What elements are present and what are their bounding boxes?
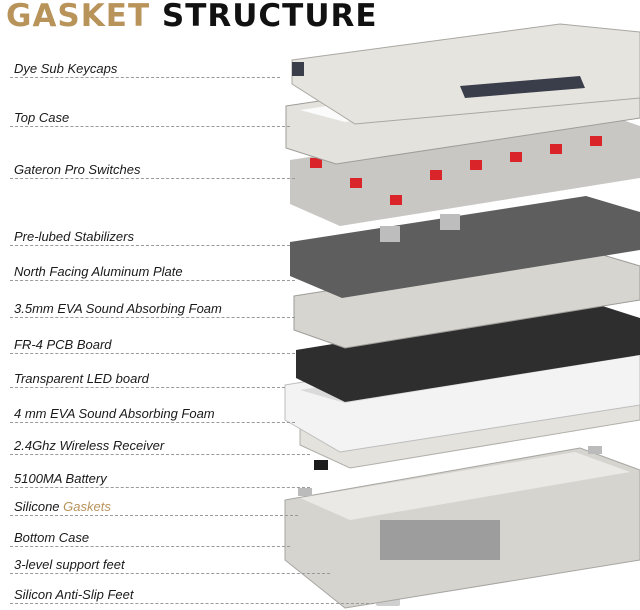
battery-shape (314, 460, 328, 470)
plate-shape (290, 196, 640, 298)
switch-stem-shape (430, 170, 442, 180)
layer-label-aluminum-plate: North Facing Aluminum Plate (14, 264, 183, 279)
keycap-space-shape (460, 76, 585, 98)
layer-label-keycaps: Dye Sub Keycaps (14, 61, 118, 76)
title-main: STRUCTURE (161, 0, 378, 34)
leader-line (10, 454, 310, 455)
leader-line (10, 546, 290, 547)
leader-line (10, 245, 290, 246)
switch-stem-shape (350, 178, 362, 188)
layer-label-gaskets: Silicone Gaskets (14, 499, 111, 514)
switch-stem-shape (510, 152, 522, 162)
switch-row-shape (290, 112, 640, 226)
layer-label-bottom-case: Bottom Case (14, 530, 90, 545)
stabilizer-shape (380, 226, 400, 242)
layer-label-switches: Gateron Pro Switches (14, 162, 141, 177)
layer-label-support-feet: 3-level support feet (14, 557, 125, 572)
layer-label-anti-slip-feet: Silicon Anti-Slip Feet (14, 587, 134, 602)
leader-line (10, 178, 295, 179)
gaskets-label-prefix: Silicone (14, 499, 64, 514)
leader-line (10, 353, 295, 354)
layer-label-receiver: 2.4Ghz Wireless Receiver (14, 438, 165, 453)
leader-line (10, 126, 290, 127)
leader-line (10, 77, 280, 78)
layer-label-led-board: Transparent LED board (14, 371, 149, 386)
leader-line (10, 573, 330, 574)
switch-stem-shape (590, 136, 602, 146)
leader-line (10, 280, 295, 281)
switches-group (290, 112, 640, 226)
layer-label-pcb: FR-4 PCB Board (14, 337, 112, 352)
title-accent: GASKET (6, 0, 151, 34)
layer-label-top-case: Top Case (14, 110, 70, 125)
leader-line (10, 422, 295, 423)
page-title: GASKET STRUCTURE (6, 0, 378, 34)
leader-line (10, 387, 285, 388)
battery-pack-shape (380, 520, 500, 560)
gaskets-label-highlight: Gaskets (63, 499, 111, 514)
leader-line (10, 515, 298, 516)
pcb-shape (296, 302, 640, 402)
layer-label-foam-4mm: 4 mm EVA Sound Absorbing Foam (14, 406, 215, 421)
layer-label-stabilizers: Pre-lubed Stabilizers (14, 229, 134, 244)
layer-label-eva-foam: 3.5mm EVA Sound Absorbing Foam (14, 301, 222, 316)
bottom-case-inner-shape (300, 452, 630, 520)
gasket-shape (588, 446, 602, 454)
keycaps-shape (291, 23, 640, 125)
switch-stem-shape (390, 195, 402, 205)
switch-stem-shape (310, 158, 322, 168)
stabilizer-shape (440, 214, 460, 230)
switch-stem-shape (470, 160, 482, 170)
switch-stem-shape (550, 144, 562, 154)
leader-line (10, 603, 374, 604)
keycap-esc-shape (292, 62, 304, 76)
gasket-shape (298, 488, 312, 496)
leader-line (10, 487, 310, 488)
leader-line (10, 317, 295, 318)
layer-label-battery: 5100MA Battery (14, 471, 107, 486)
